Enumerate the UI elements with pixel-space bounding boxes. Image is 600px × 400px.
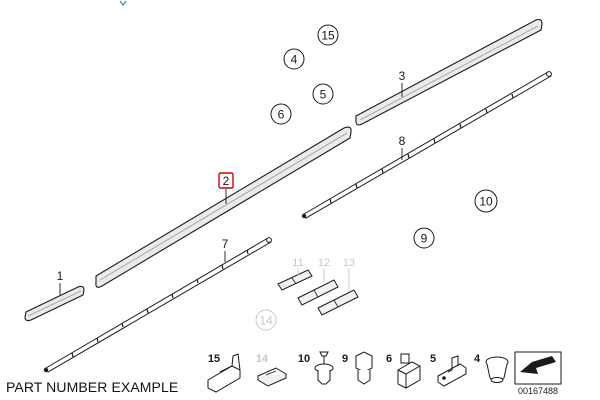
tray-label-10: 10 bbox=[298, 353, 310, 365]
callout-11[interactable]: 11 bbox=[292, 257, 303, 269]
callout-5-label: 5 bbox=[320, 88, 327, 102]
callout-10-label: 10 bbox=[479, 195, 493, 209]
callout-14[interactable]: 14 bbox=[255, 309, 277, 331]
callout-3[interactable]: 3 bbox=[399, 69, 406, 83]
callout-7[interactable]: 7 bbox=[222, 237, 229, 251]
callout-4[interactable]: 4 bbox=[283, 48, 305, 70]
page-caption: PART NUMBER EXAMPLE bbox=[6, 379, 179, 395]
part-2-moulding[interactable] bbox=[95, 126, 352, 288]
callout-4-label: 4 bbox=[291, 53, 298, 67]
part-3-moulding[interactable] bbox=[355, 18, 543, 126]
callout-15[interactable]: 15 bbox=[317, 24, 339, 46]
callout-2-label: 2 bbox=[223, 174, 230, 188]
tray-label-4: 4 bbox=[474, 353, 481, 365]
top-accent-mark bbox=[119, 0, 127, 6]
tray-item-15[interactable]: 15 bbox=[207, 353, 241, 393]
tray-label-15: 15 bbox=[208, 353, 220, 365]
tray-label-14: 14 bbox=[256, 353, 269, 365]
tray-label-9: 9 bbox=[342, 353, 348, 365]
tray-item-5[interactable]: 5 bbox=[430, 353, 467, 387]
callout-13[interactable]: 13 bbox=[343, 257, 355, 269]
callout-6-label: 6 bbox=[278, 108, 285, 122]
tray-item-9[interactable]: 9 bbox=[342, 351, 373, 385]
part-13-strip[interactable] bbox=[317, 289, 359, 316]
part-11-strip[interactable] bbox=[277, 269, 313, 291]
callout-2-highlighted[interactable]: 2 bbox=[218, 172, 234, 189]
tray-item-4[interactable]: 4 bbox=[474, 353, 509, 383]
callout-14-label: 14 bbox=[259, 314, 273, 328]
callout-5[interactable]: 5 bbox=[312, 83, 334, 105]
tray-item-10[interactable]: 10 bbox=[298, 351, 334, 385]
part-12-strip[interactable] bbox=[297, 279, 339, 306]
callout-15-label: 15 bbox=[321, 29, 335, 43]
direction-arrow-icon bbox=[520, 356, 556, 374]
diagram-number: 00167488 bbox=[518, 386, 558, 396]
part-1-moulding[interactable] bbox=[24, 285, 85, 322]
callout-6[interactable]: 6 bbox=[270, 103, 292, 125]
tray-label-6: 6 bbox=[386, 353, 392, 365]
callout-1[interactable]: 1 bbox=[57, 269, 64, 283]
callout-9[interactable]: 9 bbox=[413, 227, 435, 249]
diagram-number-box: 00167488 bbox=[514, 351, 562, 396]
callout-12[interactable]: 12 bbox=[318, 257, 330, 269]
tray-label-5: 5 bbox=[430, 353, 436, 365]
tray-item-6[interactable]: 6 bbox=[386, 353, 421, 389]
callout-8[interactable]: 8 bbox=[399, 134, 406, 148]
part-8-rail[interactable] bbox=[301, 71, 552, 219]
tray-item-14[interactable]: 14 bbox=[256, 353, 288, 387]
callout-9-label: 9 bbox=[421, 232, 428, 246]
part-7-rail[interactable] bbox=[43, 237, 272, 373]
callout-10[interactable]: 10 bbox=[474, 189, 498, 213]
